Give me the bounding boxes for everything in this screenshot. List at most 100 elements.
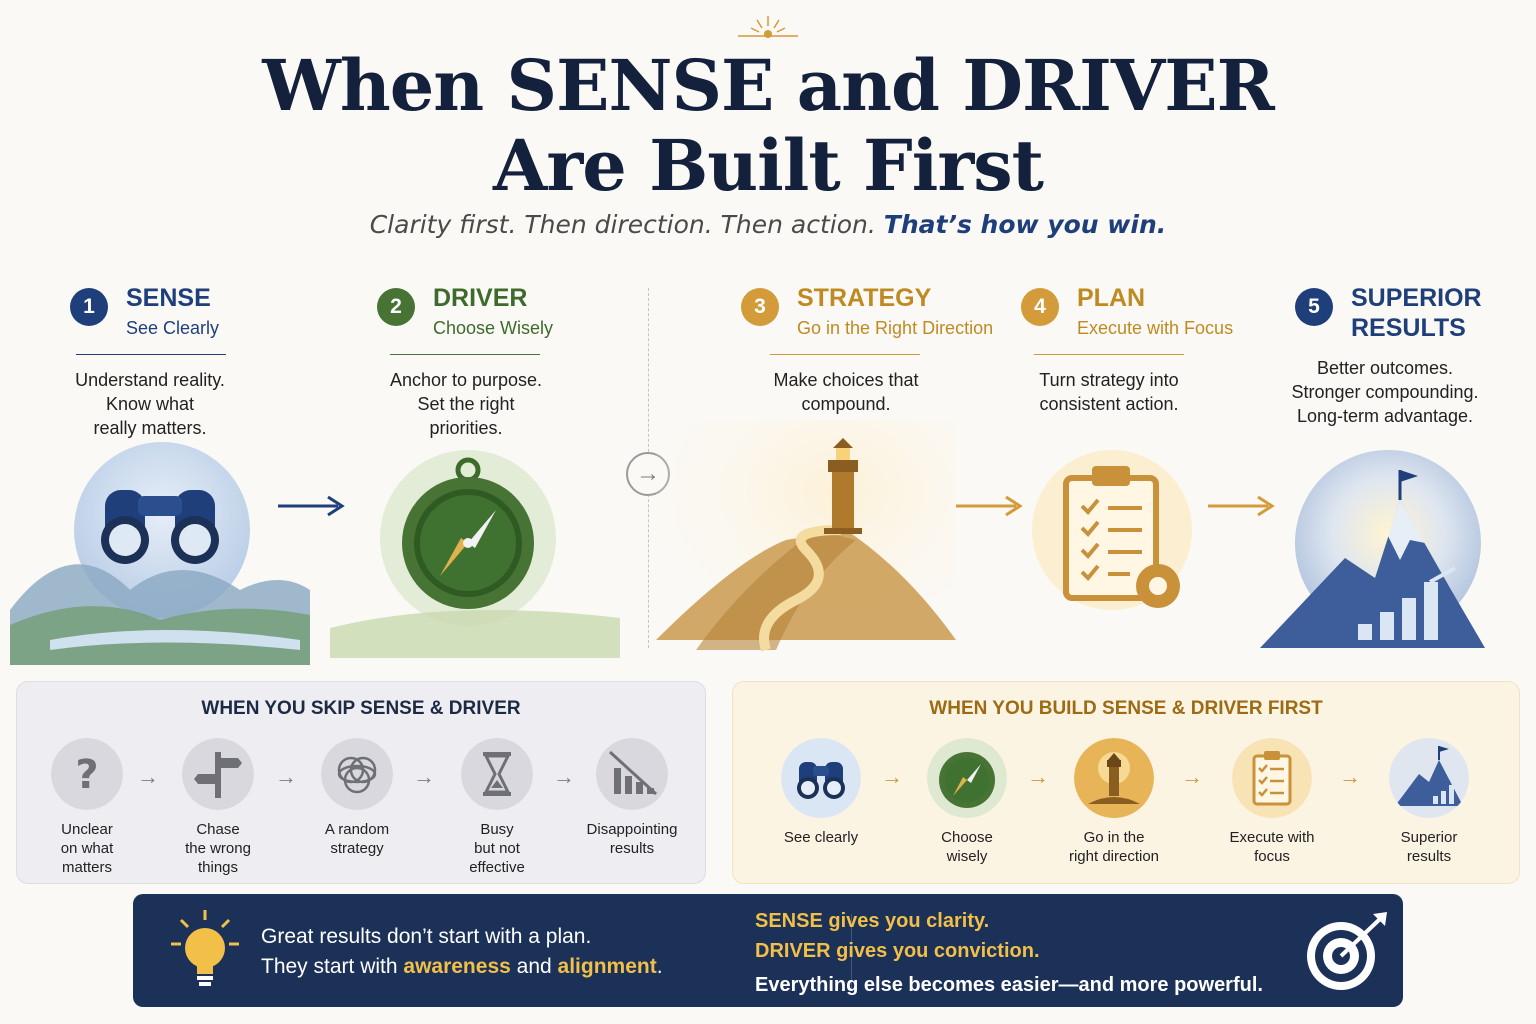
- mountain-flag-icon: [1260, 450, 1485, 648]
- page-title-line-2: Are Built First: [493, 124, 1044, 207]
- step-description: Better outcomes. Stronger compounding. L…: [1270, 356, 1500, 428]
- arrow-right-icon: →: [1339, 764, 1361, 789]
- step-description: Make choices that compound.: [746, 368, 946, 416]
- build-item: See clearly: [751, 738, 891, 847]
- subtitle-plain: Clarity first. Then direction. Then acti…: [369, 210, 876, 239]
- step-divider: [390, 354, 540, 355]
- panel-title: WHEN YOU BUILD SENSE & DRIVER FIRST: [929, 698, 1323, 719]
- footer-conclusion: SENSE gives you clarity. DRIVER gives yo…: [755, 906, 1263, 1000]
- footer-message: Great results don’t start with a plan. T…: [261, 922, 663, 982]
- step-number-badge: 1: [70, 288, 108, 326]
- clipboard-checklist-icon: [1232, 738, 1312, 818]
- step-number-badge: 2: [377, 288, 415, 326]
- arrow-right-icon: [1208, 495, 1275, 517]
- desc-line: consistent action.: [1039, 394, 1179, 414]
- target-arrow-icon: [1307, 912, 1387, 990]
- lighthouse-icon: [656, 420, 956, 660]
- desc-line: really matters.: [93, 418, 207, 438]
- arrow-right-icon: [278, 495, 345, 517]
- compass-icon: [330, 450, 620, 658]
- step-subtitle: Go in the Right Direction: [797, 318, 994, 338]
- desc-line: Stronger compounding.: [1291, 382, 1479, 402]
- build-panel: WHEN YOU BUILD SENSE & DRIVER FIRST See …: [732, 681, 1520, 884]
- arrow-right-icon: [956, 495, 1023, 517]
- step-description: Anchor to purpose. Set the right priorit…: [366, 368, 566, 440]
- item-label: See clearly: [783, 829, 859, 846]
- question-mark-icon: ?: [51, 738, 123, 810]
- footer-banner: Great results don’t start with a plan. T…: [133, 894, 1403, 1007]
- arrow-right-icon: →: [413, 764, 435, 789]
- mountain-flag-icon: [1389, 738, 1469, 818]
- step-title: SENSE: [126, 284, 211, 312]
- binoculars-landscape-icon: [10, 442, 310, 665]
- subtitle-emphasis: That’s how you win.: [883, 210, 1167, 239]
- compass-icon: [927, 738, 1007, 818]
- binoculars-icon: [781, 738, 861, 818]
- step-title: PLAN: [1077, 284, 1146, 312]
- hourglass-icon: [461, 738, 533, 810]
- desc-line: Anchor to purpose.: [389, 370, 543, 390]
- step-subtitle: Execute with Focus: [1077, 318, 1234, 338]
- page-title-line-1: When SENSE and DRIVER: [262, 44, 1275, 127]
- subtitle: Clarity first. Then direction. Then acti…: [0, 210, 1536, 239]
- declining-chart-icon: [596, 738, 668, 810]
- step-divider: [770, 354, 920, 355]
- step-title: STRATEGY: [797, 284, 932, 312]
- step-divider: [76, 354, 226, 355]
- lighthouse-icon: [1074, 738, 1154, 818]
- sunburst-ornament-icon: [738, 16, 798, 38]
- arrow-right-icon: →: [137, 764, 159, 789]
- lightbulb-icon: [171, 910, 239, 986]
- desc-line: Turn strategy into: [1039, 370, 1179, 390]
- step-number-badge: 4: [1021, 288, 1059, 326]
- arrow-right-icon: →: [553, 764, 575, 789]
- desc-line: Better outcomes.: [1316, 358, 1454, 378]
- svg-text:?: ?: [75, 752, 98, 798]
- step-number-badge: 5: [1295, 288, 1333, 326]
- signpost-icon: [182, 738, 254, 810]
- footer-line-1: Great results don’t start with a plan.: [261, 925, 592, 948]
- step-divider: [1034, 354, 1184, 355]
- footer-right-line-2: DRIVER gives you conviction.: [755, 940, 1040, 962]
- panel-title: WHEN YOU SKIP SENSE & DRIVER: [201, 698, 521, 719]
- step-title-line-2: RESULTS: [1351, 314, 1466, 342]
- desc-line: Understand reality.: [75, 370, 225, 390]
- desc-line: compound.: [801, 394, 891, 414]
- arrow-right-icon: →: [881, 764, 903, 789]
- arrow-right-icon: →: [1181, 764, 1203, 789]
- arrow-right-icon: →: [275, 764, 297, 789]
- clipboard-checklist-icon: [1032, 450, 1192, 610]
- step-description: Understand reality. Know what really mat…: [50, 368, 250, 440]
- step-subtitle: See Clearly: [126, 318, 220, 338]
- footer-line-2: They start with awareness and alignment.: [261, 955, 663, 978]
- desc-line: Make choices that: [773, 370, 919, 390]
- tangled-lines-icon: [321, 738, 393, 810]
- footer-right-line-1: SENSE gives you clarity.: [755, 910, 990, 932]
- step-title-line-1: SUPERIOR: [1351, 284, 1482, 312]
- desc-line: Long-term advantage.: [1296, 406, 1474, 426]
- desc-line: Set the right: [417, 394, 515, 414]
- footer-right-line-3: Everything else becomes easier—and more …: [755, 974, 1263, 996]
- arrow-right-icon: →: [1027, 764, 1049, 789]
- step-description: Turn strategy into consistent action.: [1009, 368, 1209, 416]
- step-subtitle: Choose Wisely: [433, 318, 554, 338]
